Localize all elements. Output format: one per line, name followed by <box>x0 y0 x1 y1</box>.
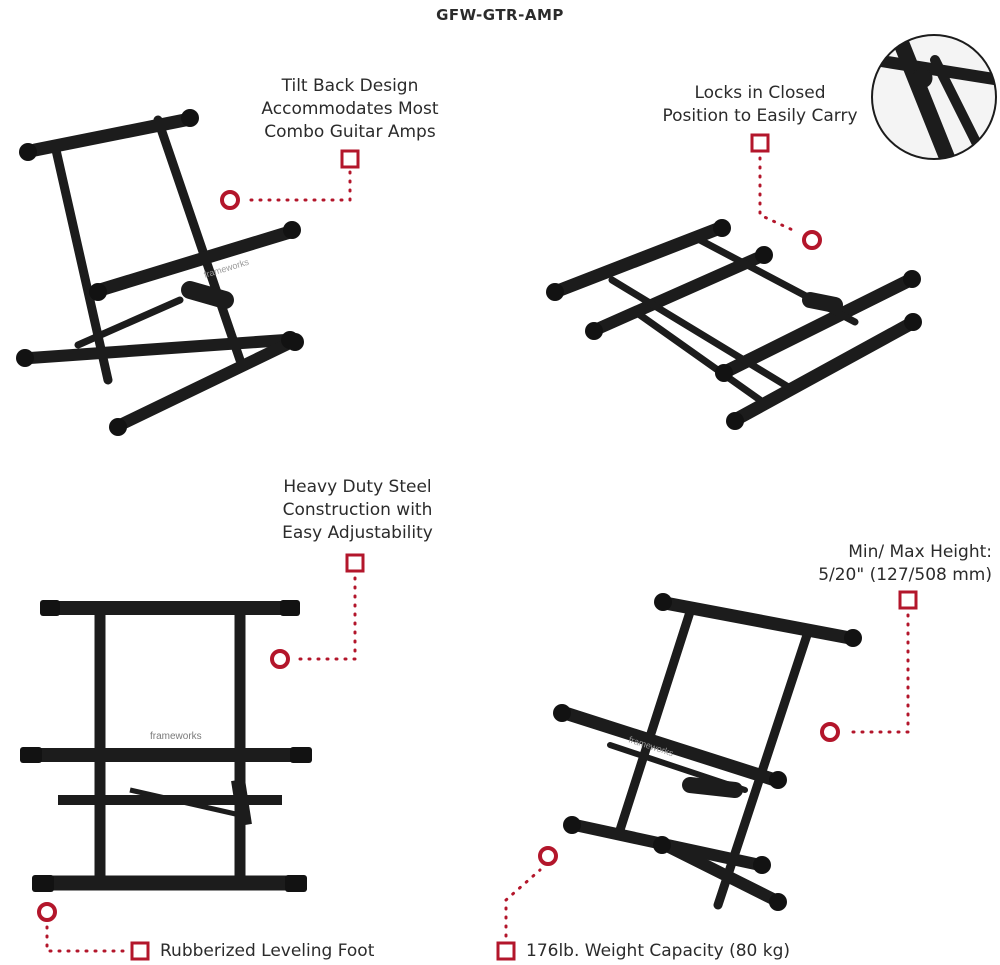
callout-ring-icon <box>270 649 290 669</box>
brand-mark-front: frameworks <box>150 731 202 742</box>
amp-stand-closed-view <box>548 221 919 427</box>
callout-ring-icon <box>538 846 558 866</box>
callout-ring-icon <box>220 190 240 210</box>
feature-label-heavy-duty: Heavy Duty Steel Construction with Easy … <box>282 477 433 543</box>
feature-label-locks-closed: Locks in Closed Position to Easily Carry <box>662 83 858 126</box>
lock-detail-inset <box>871 34 997 160</box>
callout-markers <box>37 133 918 961</box>
rubber-end-caps-front <box>20 600 312 892</box>
amp-stand-tilt-view <box>24 113 298 431</box>
rubber-end-caps <box>16 109 304 436</box>
callout-square-icon <box>496 941 516 961</box>
rubber-end-caps-open <box>553 593 862 911</box>
amp-stand-front-view <box>25 601 305 891</box>
feature-label-weight-capacity: 176lb. Weight Capacity (80 kg) <box>526 941 791 961</box>
callout-square-icon <box>345 553 365 573</box>
feature-label-tilt-back: Tilt Back Design Accommodates Most Combo… <box>261 76 439 142</box>
rubber-end-caps-closed <box>546 219 922 430</box>
feature-label-min-max-height: Min/ Max Height: 5/20" (127/508 mm) <box>818 542 992 585</box>
feature-label-rubber-foot: Rubberized Leveling Foot <box>160 941 375 961</box>
callout-square-icon <box>130 941 150 961</box>
callout-ring-icon <box>802 230 822 250</box>
amp-stand-open-view <box>558 596 857 910</box>
callout-ring-icon <box>37 902 57 922</box>
callout-square-icon <box>898 590 918 610</box>
callout-square-icon <box>750 133 770 153</box>
callout-square-icon <box>340 149 360 169</box>
callout-ring-icon <box>820 722 840 742</box>
product-title: GFW-GTR-AMP <box>436 6 564 24</box>
